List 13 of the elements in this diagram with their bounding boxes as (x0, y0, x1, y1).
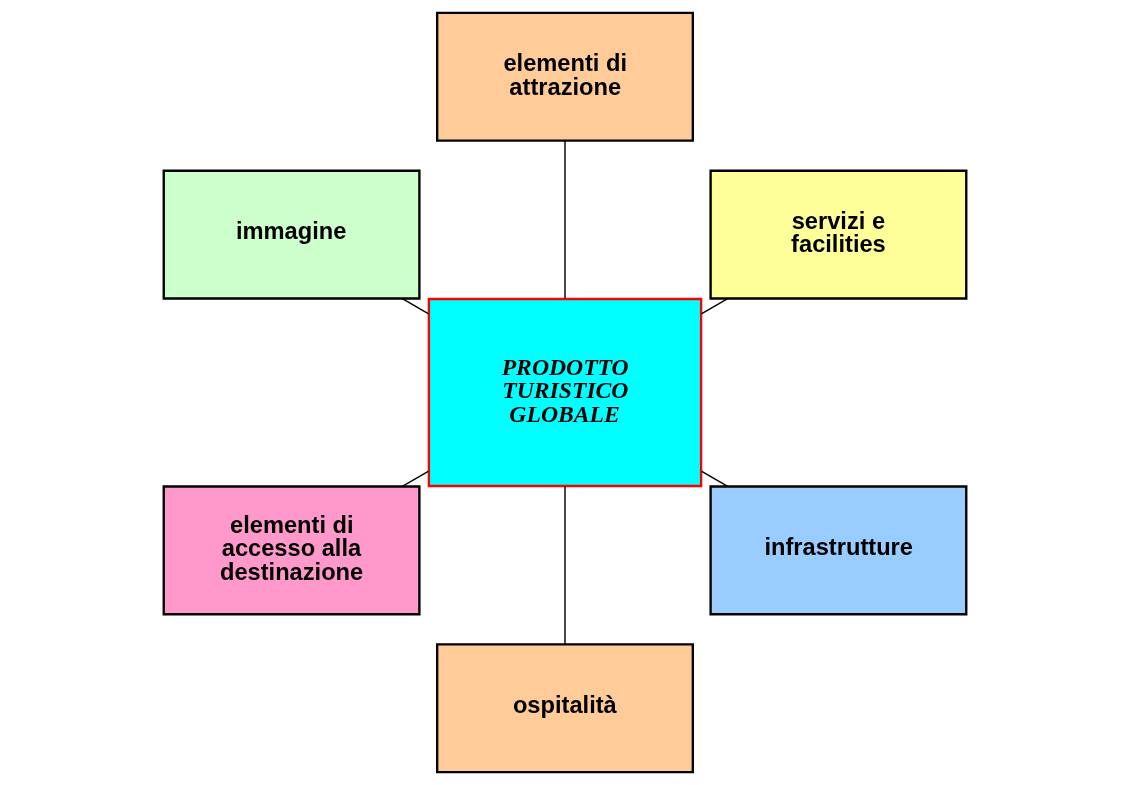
node-box: immagine (162, 169, 421, 300)
node-box: infrastrutture (709, 485, 968, 616)
node-box: elementi di attrazione (436, 11, 694, 142)
node-box: servizi e facilities (709, 169, 968, 300)
connector (564, 140, 566, 300)
node-box: ospitalità (436, 643, 694, 774)
connector (564, 485, 566, 645)
node-box: PRODOTTO TURISTICO GLOBALE (427, 297, 703, 488)
connector (401, 297, 430, 315)
node-box: elementi di accesso alla destinazione (162, 485, 421, 616)
connector (401, 470, 430, 488)
connector (700, 470, 729, 488)
connector (700, 297, 729, 315)
